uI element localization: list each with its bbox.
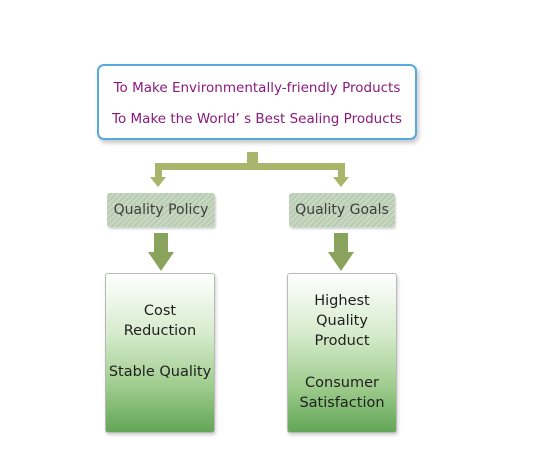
mission-line-1: To Make Environmentally-friendly Product… [113, 80, 401, 96]
arrow-down-icon [150, 177, 166, 187]
goal-item-highest-quality: Highest Quality Product [314, 293, 370, 349]
quality-policy-card: Cost Reduction Stable Quality [105, 273, 215, 433]
mission-line-2: To Make the World’ s Best Sealing Produc… [112, 111, 402, 127]
goal-item-consumer-satisfaction: Consumer Satisfaction [299, 375, 385, 411]
connector-branch [155, 163, 345, 170]
quality-goals-label: Quality Goals [289, 193, 395, 227]
mission-box: To Make Environmentally-friendly Product… [97, 64, 417, 140]
connector-trunk [247, 152, 258, 164]
connector-left-drop [155, 168, 162, 178]
arrow-down-icon [148, 233, 174, 273]
policy-item-stable-quality: Stable Quality [108, 364, 212, 380]
arrow-down-icon [328, 233, 354, 273]
connector-right-drop [338, 168, 345, 178]
quality-goals-card: Highest Quality Product Consumer Satisfa… [287, 273, 397, 433]
arrow-down-icon [333, 177, 349, 187]
policy-item-cost-reduction: Cost Reduction [123, 303, 197, 339]
quality-policy-label: Quality Policy [107, 193, 215, 227]
